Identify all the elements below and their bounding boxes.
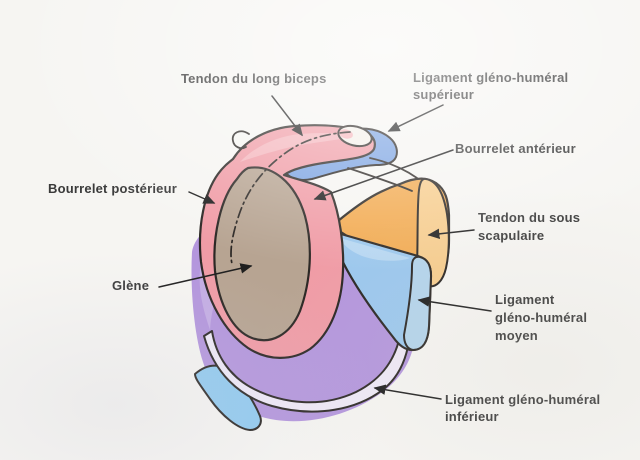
label-bourrelet-anterieur: Bourrelet antérieur <box>455 141 576 156</box>
label-tendon-sous-scapulaire: Tendon du sous scapulaire <box>478 210 581 243</box>
label-bourrelet-posterieur: Bourrelet postérieur <box>48 181 177 196</box>
label-ligament-gh-superieur: Ligament gléno-huméral supérieur <box>413 70 569 102</box>
label-glene: Glène <box>112 278 150 293</box>
leader-ligament-gh-inferieur <box>373 384 442 400</box>
capsule-line-lower <box>347 167 413 192</box>
label-tendon-long-biceps: Tendon du long biceps <box>181 71 327 86</box>
leader-ligament-gh-superieur <box>387 104 444 132</box>
label-ligament-gh-inferieur: Ligament gléno-huméral inférieur <box>445 392 601 424</box>
label-ligament-gh-moyen: Ligament gléno-huméral moyen <box>495 292 588 343</box>
